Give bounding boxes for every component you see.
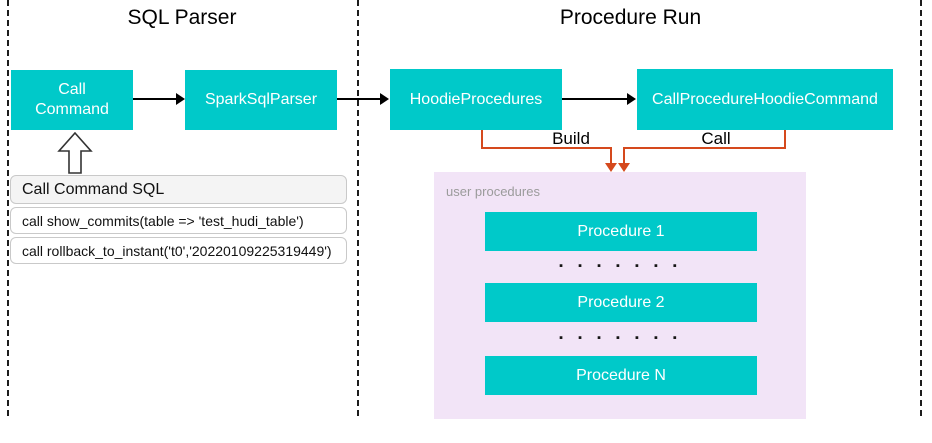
node-procedure-1-label: Procedure 1 [577,222,665,240]
build-connector-segment [481,147,612,149]
node-procedure-1: Procedure 1 [485,212,757,251]
section-divider-middle [357,0,359,416]
up-arrow-icon [57,132,93,174]
node-sparksqlparser: SparkSqlParser [185,70,337,130]
call-connector-arrowhead [618,163,630,172]
node-procedure-2: Procedure 2 [485,283,757,322]
sql-panel-header: Call Command SQL [10,175,347,204]
node-procedure-n: Procedure N [485,356,757,395]
section-divider-left [7,0,9,416]
arrow-parser-to-procedures-line [337,98,381,100]
build-connector-segment [610,147,612,164]
sql-panel-row: call rollback_to_instant('t0','202201092… [10,237,347,264]
arrow-procedures-to-command-head [627,93,636,105]
node-hoodieprocedures-label: HoodieProcedures [409,90,543,108]
section-title-procedure-run: Procedure Run [559,6,702,29]
node-hoodieprocedures: HoodieProcedures [390,69,562,130]
call-connector-segment [784,130,786,148]
node-call-command: Call Command [11,70,133,130]
node-procedure-n-label: Procedure N [576,366,666,384]
call-connector-segment [623,147,625,164]
node-callprocedurehoodiecommand: CallProcedureHoodieCommand [637,69,893,130]
node-sparksqlparser-label: SparkSqlParser [204,91,318,108]
ellipsis-dots: ▪ ▪ ▪ ▪ ▪ ▪ ▪ [559,332,683,344]
user-procedures-label: user procedures [446,184,540,199]
sql-panel-row: call show_commits(table => 'test_hudi_ta… [10,207,347,234]
arrow-parser-to-procedures-head [380,93,389,105]
section-title-sql-parser: SQL Parser [127,6,237,29]
node-procedure-2-label: Procedure 2 [577,293,665,311]
build-connector-arrowhead [605,163,617,172]
build-edge-label: Build [552,129,590,148]
arrow-callcommand-to-parser-head [176,93,185,105]
arrow-callcommand-to-parser-line [133,98,177,100]
call-edge-label: Call [701,129,731,148]
build-connector-segment [481,130,483,148]
arrow-procedures-to-command-line [562,98,628,100]
section-divider-right [920,0,922,416]
call-connector-segment [623,147,786,149]
node-callprocedurehoodiecommand-label: CallProcedureHoodieCommand [652,90,878,108]
ellipsis-dots: ▪ ▪ ▪ ▪ ▪ ▪ ▪ [559,260,683,272]
node-call-command-label: Call Command [35,81,109,118]
